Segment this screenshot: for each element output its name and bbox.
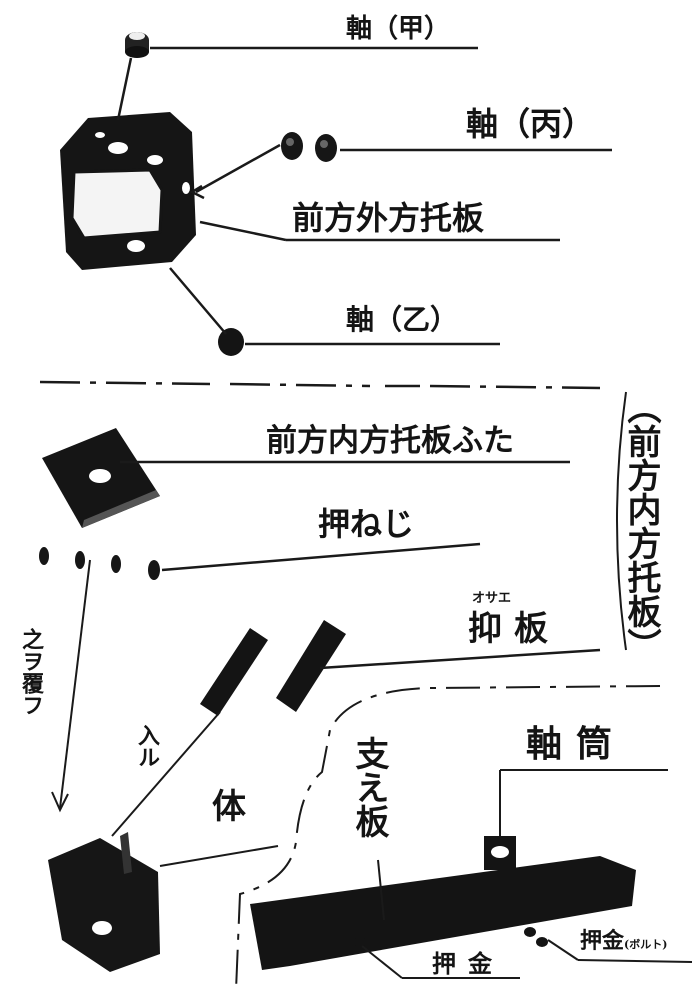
label-front-inner-cover: 前方内方托板ふた	[266, 423, 514, 459]
label-press-metal-bolt: 押金(ボルト)	[580, 928, 668, 954]
press-screw-parts	[39, 547, 160, 580]
label-shaft-ko: 軸（甲）	[346, 14, 451, 44]
label-bolt-small: ボルト	[629, 938, 663, 951]
label-shaft-tube: 軸筒	[526, 723, 627, 765]
shaft-ko-part	[125, 32, 149, 58]
label-shaft-otsu: 軸（乙）	[346, 303, 459, 336]
label-group-front-inner-plate: （前方内方托板）	[621, 390, 661, 662]
cover-arrow	[51, 559, 91, 813]
support-plate-part	[250, 836, 636, 970]
upper-leader-lines	[116, 46, 612, 346]
body-part	[48, 832, 160, 972]
shaft-hei-parts	[281, 132, 337, 162]
label-press-plate-ruby: オサエ	[472, 591, 512, 606]
label-insert: 入ル	[134, 724, 160, 768]
press-plate-leader-line	[319, 648, 601, 670]
label-support-plate: 支え板	[349, 736, 389, 838]
press-metal-parts	[354, 927, 548, 947]
support-group-boundary	[235, 685, 661, 991]
label-front-outer-plate: 前方外方托板	[292, 199, 485, 237]
front-inner-cover-part	[42, 428, 160, 528]
label-press-metal-bolt-main: 押金	[580, 928, 625, 954]
label-press-screw: 押ねじ	[318, 505, 415, 543]
group-bracket-line	[616, 391, 627, 651]
lower-leader-lines	[361, 769, 693, 979]
section-divider	[39, 380, 601, 390]
body-leader-line	[159, 845, 279, 867]
label-shaft-hei: 軸（丙）	[466, 105, 595, 143]
label-cover-with: 之ヲ覆フ	[18, 628, 44, 716]
front-outer-bracket-part	[60, 112, 196, 270]
press-plate-parts	[200, 620, 346, 716]
label-press-metal: 押金	[432, 949, 504, 978]
label-body: 体	[212, 787, 246, 827]
label-press-plate: 抑板	[468, 609, 560, 649]
insert-line	[111, 711, 221, 837]
screw-leader-line	[161, 542, 481, 572]
shaft-otsu-part	[218, 328, 244, 356]
